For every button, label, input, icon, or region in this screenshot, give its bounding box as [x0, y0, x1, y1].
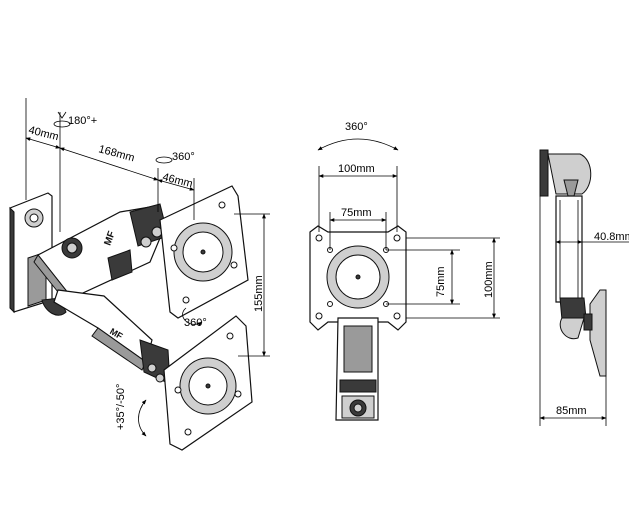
front-rotation: 360° — [317, 121, 399, 151]
label-155mm: 155mm — [253, 275, 265, 312]
side-wall-plate — [539, 149, 549, 197]
front-view: 360° — [309, 121, 500, 421]
side-bottom-joint — [559, 297, 587, 321]
label-vesa-100-w: 100mm — [338, 163, 375, 175]
label-vesa-75-w: 75mm — [341, 207, 372, 219]
upper-arm: MF — [33, 205, 161, 303]
label-rot-360-side: 360° — [184, 317, 207, 329]
label-rot-360-top: 360° — [172, 151, 195, 163]
front-dimensions: 100mm 75mm 75mm 100mm — [318, 163, 500, 319]
side-vesa-plate — [589, 289, 607, 377]
label-depth-40-8: 40.8mm — [594, 231, 629, 243]
lower-vesa-plate — [163, 315, 253, 451]
isometric-view: MF MF — [9, 98, 270, 451]
label-46mm: 46mm — [161, 171, 194, 190]
label-rot-180: 180°+ — [68, 115, 97, 127]
side-top-joint — [547, 153, 592, 195]
label-168mm: 168mm — [97, 143, 136, 164]
wall-plate — [9, 192, 67, 316]
brand-logo: MF — [103, 230, 118, 247]
side-view: 40.8mm 85mm — [539, 149, 629, 426]
label-tilt: +35°/-50° — [115, 384, 127, 430]
label-40mm: 40mm — [27, 124, 60, 143]
label-rot-360-front: 360° — [345, 121, 368, 133]
label-depth-85: 85mm — [556, 405, 587, 417]
upper-vesa-plate — [159, 185, 249, 319]
side-dimensions: 40.8mm 85mm — [539, 196, 629, 426]
front-arm — [335, 317, 379, 421]
front-vesa-plate — [309, 225, 407, 331]
lower-arm: MF — [53, 289, 153, 371]
upper-elbow-joint — [129, 203, 169, 248]
label-vesa-75-h: 75mm — [435, 266, 447, 297]
label-vesa-100-h: 100mm — [483, 261, 495, 298]
